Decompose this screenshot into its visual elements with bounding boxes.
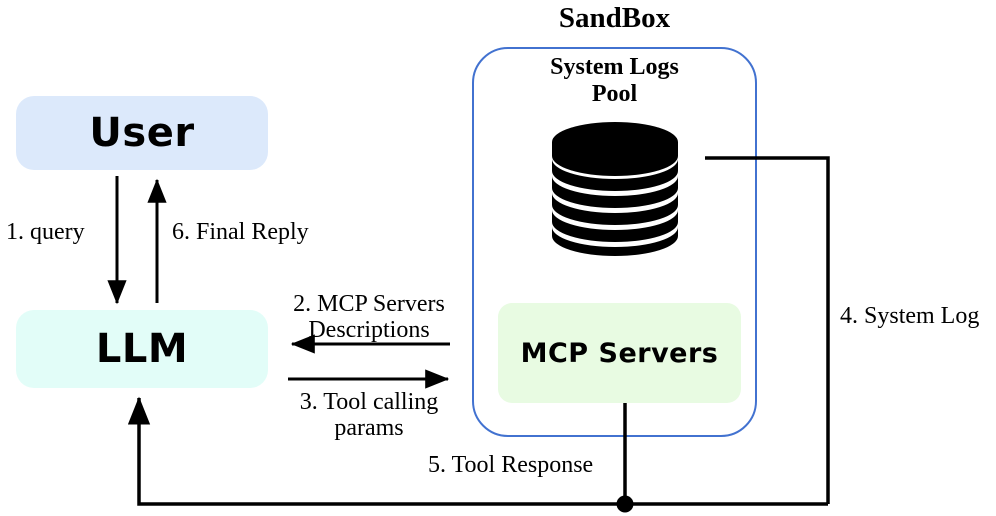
edge-label-tool-calling-line1: 3. Tool calling: [299, 389, 439, 415]
edge-label-mcp-descriptions: 2. MCP Servers Descriptions: [281, 291, 457, 344]
edge-label-tool-response: 5. Tool Response: [428, 452, 594, 478]
system-logs-pool-title: System Logs Pool: [472, 54, 757, 108]
system-logs-pool-title-line2: Pool: [591, 80, 638, 107]
node-user[interactable]: User: [16, 96, 268, 170]
edge-label-tool-calling: 3. Tool calling params: [281, 389, 457, 442]
database-stack-icon: [552, 122, 678, 256]
junction-dot: [616, 495, 634, 513]
edge-label-mcp-descriptions-line1: 2. MCP Servers: [293, 291, 445, 317]
sandbox-boundary: [472, 47, 757, 437]
edge-label-system-log: 4. System Log: [840, 303, 980, 329]
edge-return-bus-path: [127, 396, 828, 506]
edge-label-query: 1. query: [6, 219, 85, 245]
node-mcp-servers[interactable]: MCP Servers: [498, 303, 741, 403]
system-logs-pool-title-line1: System Logs: [550, 54, 679, 80]
sandbox-title: SandBox: [558, 2, 671, 34]
edge-label-final-reply: 6. Final Reply: [172, 219, 309, 245]
edge-system-log-path: [705, 156, 830, 504]
edge-label-mcp-descriptions-line2: Descriptions: [308, 317, 430, 344]
node-llm[interactable]: LLM: [16, 310, 268, 388]
edge-label-tool-calling-line2: params: [334, 415, 404, 442]
